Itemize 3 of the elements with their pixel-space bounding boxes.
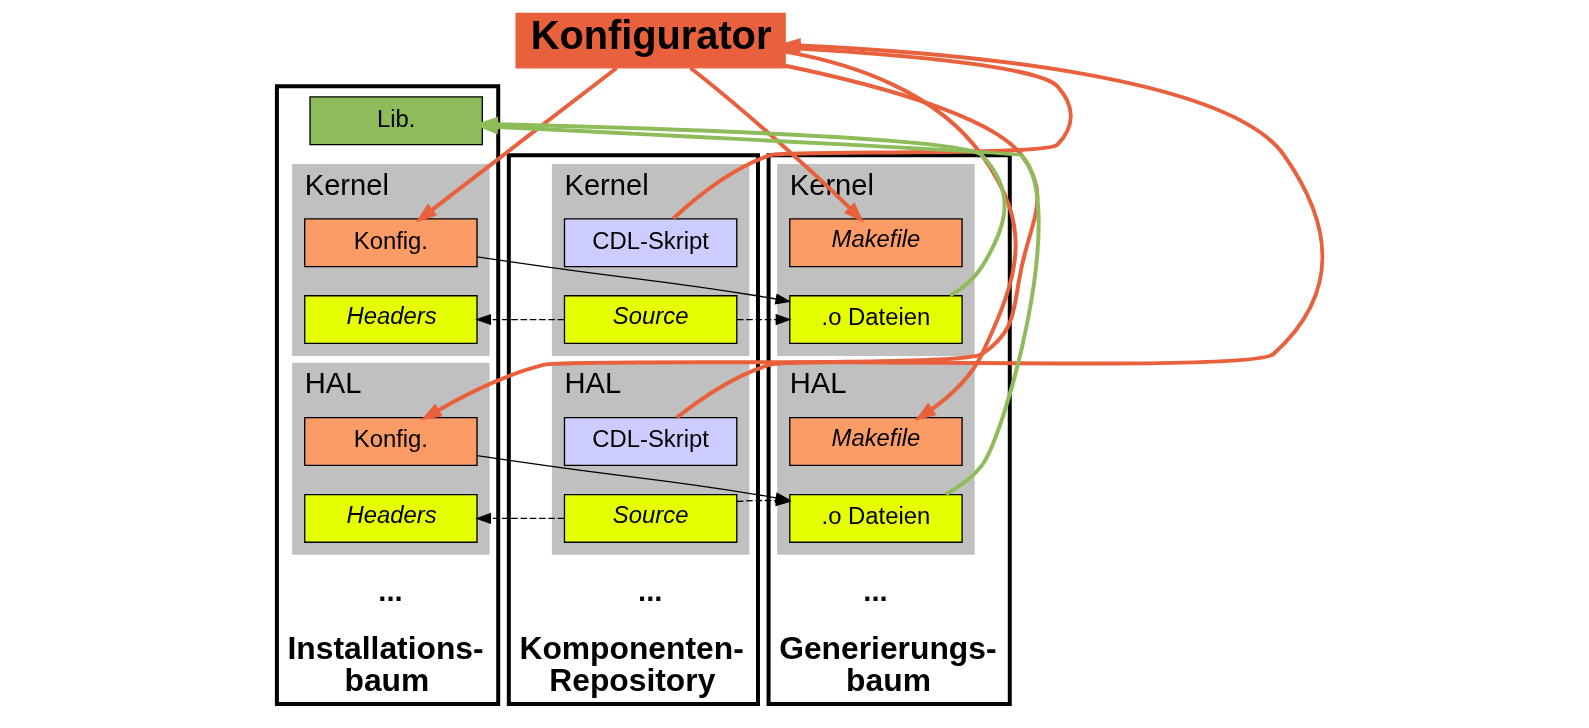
label: ... [638,575,663,608]
label: ... [378,575,403,608]
label: ... [863,575,888,608]
